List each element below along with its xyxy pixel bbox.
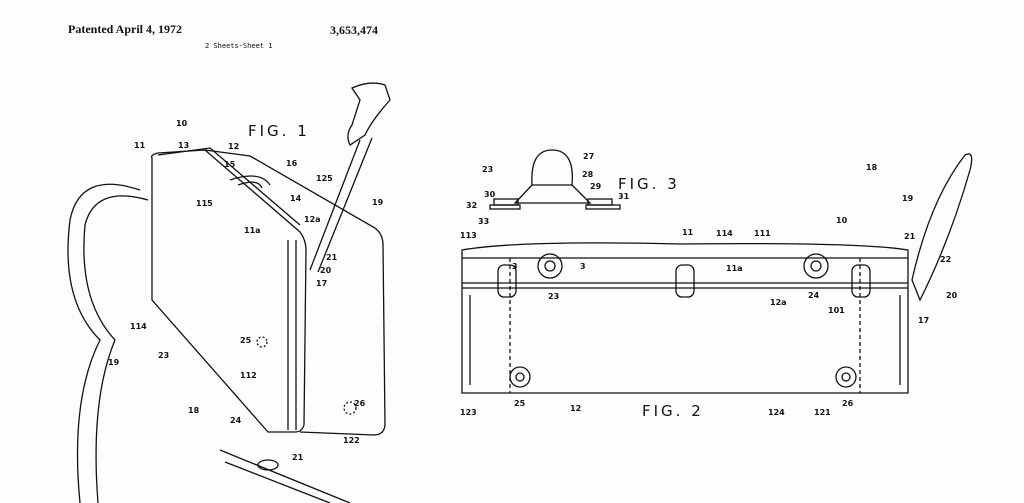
ref-numeral: 26 xyxy=(842,399,854,408)
ref-numeral: 12 xyxy=(228,142,240,151)
ref-numeral: 24 xyxy=(230,416,242,425)
ref-numeral: 21 xyxy=(326,253,338,262)
ref-numeral: 115 xyxy=(196,199,213,208)
ref-numeral: 15 xyxy=(224,160,236,169)
ref-numeral: 11 xyxy=(682,228,694,237)
ref-numeral: 18 xyxy=(866,163,878,172)
ref-numeral: 3 xyxy=(580,262,586,271)
ref-numeral: 29 xyxy=(590,182,602,191)
ref-numeral: 31 xyxy=(618,192,630,201)
ref-numeral: 20 xyxy=(946,291,958,300)
ref-numeral: 26 xyxy=(354,399,366,408)
ref-numeral: 28 xyxy=(582,170,594,179)
ref-numeral: 23 xyxy=(548,292,560,301)
ref-numeral: 23 xyxy=(482,165,494,174)
ref-numeral: 3 xyxy=(512,262,518,271)
ref-numeral: 21 xyxy=(292,453,304,462)
sheet-count: 2 Sheets-Sheet 1 xyxy=(205,42,273,50)
ref-numeral: 11 xyxy=(134,141,146,150)
ref-numeral: 17 xyxy=(316,279,328,288)
fig2-knobs xyxy=(509,253,857,388)
fig1-suitcase-drawing xyxy=(67,82,391,503)
ref-numeral: 22 xyxy=(940,255,952,264)
ref-numeral: 11a xyxy=(726,264,743,273)
ref-numeral: 16 xyxy=(286,159,298,168)
ref-numeral: 114 xyxy=(130,322,147,331)
ref-numeral: 27 xyxy=(583,152,595,161)
ref-numeral: 19 xyxy=(372,198,384,207)
ref-numeral: 18 xyxy=(188,406,200,415)
ref-numeral: 113 xyxy=(460,231,477,240)
ref-numeral: 17 xyxy=(918,316,930,325)
fig2-latches xyxy=(497,264,871,298)
fig1-title: FIG. 1 xyxy=(248,122,310,140)
ref-numeral: 32 xyxy=(466,201,478,210)
ref-numeral: 125 xyxy=(316,174,333,183)
ref-numeral: 14 xyxy=(290,194,302,203)
ref-numeral: 23 xyxy=(158,351,170,360)
fig3-knob-drawing xyxy=(489,149,621,210)
ref-numeral: 124 xyxy=(768,408,785,417)
ref-numeral: 19 xyxy=(108,358,120,367)
ref-numeral: 25 xyxy=(514,399,526,408)
patent-number: 3,653,474 xyxy=(330,23,378,37)
fig2-title: FIG. 2 xyxy=(642,402,704,420)
ref-numeral: 21 xyxy=(904,232,916,241)
ref-numeral: 111 xyxy=(754,229,771,238)
fig2-suitcase-drawing xyxy=(461,153,973,394)
ref-numeral: 123 xyxy=(460,408,477,417)
ref-numeral: 24 xyxy=(808,291,820,300)
ref-numeral: 121 xyxy=(814,408,831,417)
ref-numeral: 122 xyxy=(343,436,360,445)
ref-numeral: 10 xyxy=(836,216,848,225)
fig3-title: FIG. 3 xyxy=(618,175,680,193)
ref-numeral: 30 xyxy=(484,190,496,199)
ref-numeral: 13 xyxy=(178,141,190,150)
ref-numeral: 112 xyxy=(240,371,257,380)
patent-date: Patented April 4, 1972 xyxy=(68,22,182,36)
ref-numeral: 12 xyxy=(570,404,582,413)
ref-numeral: 114 xyxy=(716,229,733,238)
ref-numeral: 10 xyxy=(176,119,188,128)
ref-numeral: 11a xyxy=(244,226,261,235)
ref-numeral: 33 xyxy=(478,217,490,226)
ref-numeral: 25 xyxy=(240,336,252,345)
ref-numeral: 12a xyxy=(770,298,787,307)
ref-numeral: 19 xyxy=(902,194,914,203)
ref-numeral: 12a xyxy=(304,215,321,224)
ref-numeral: 20 xyxy=(320,266,332,275)
ref-numeral: 101 xyxy=(828,306,845,315)
